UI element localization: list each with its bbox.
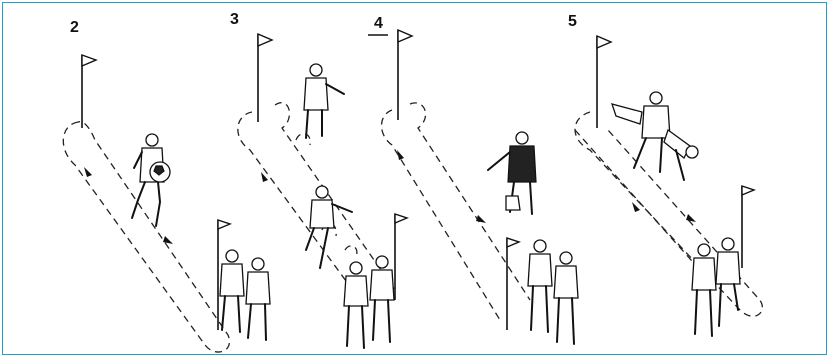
panel-4 — [382, 30, 579, 344]
panel-2 — [63, 55, 270, 352]
defenders — [220, 250, 270, 340]
tackling-players — [612, 92, 698, 180]
jumping-player — [304, 64, 344, 138]
corner-flag — [258, 34, 272, 46]
panel-label-4: 4 — [374, 15, 383, 32]
corner-flag — [395, 214, 407, 223]
panel-label-2: 2 — [70, 19, 79, 36]
path-arrow — [632, 202, 640, 212]
path-arrow — [84, 167, 92, 177]
defenders — [528, 240, 578, 344]
corner-flag — [218, 220, 230, 229]
path-arrow — [686, 214, 696, 222]
panel-label-3: 3 — [230, 11, 239, 28]
player-dark-shirt — [488, 132, 536, 214]
corner-flag — [597, 36, 611, 48]
corner-flag — [398, 30, 412, 42]
path-arrow — [397, 150, 404, 160]
panel-5 — [575, 36, 762, 336]
player-with-ball — [132, 134, 170, 226]
defenders — [344, 256, 394, 348]
defenders — [692, 238, 740, 336]
running-player — [306, 186, 352, 268]
corner-flag — [82, 55, 96, 66]
panel-label-5: 5 — [568, 13, 577, 30]
corner-flag — [507, 238, 519, 247]
path-arrow — [476, 215, 486, 223]
corner-flag — [742, 186, 754, 195]
